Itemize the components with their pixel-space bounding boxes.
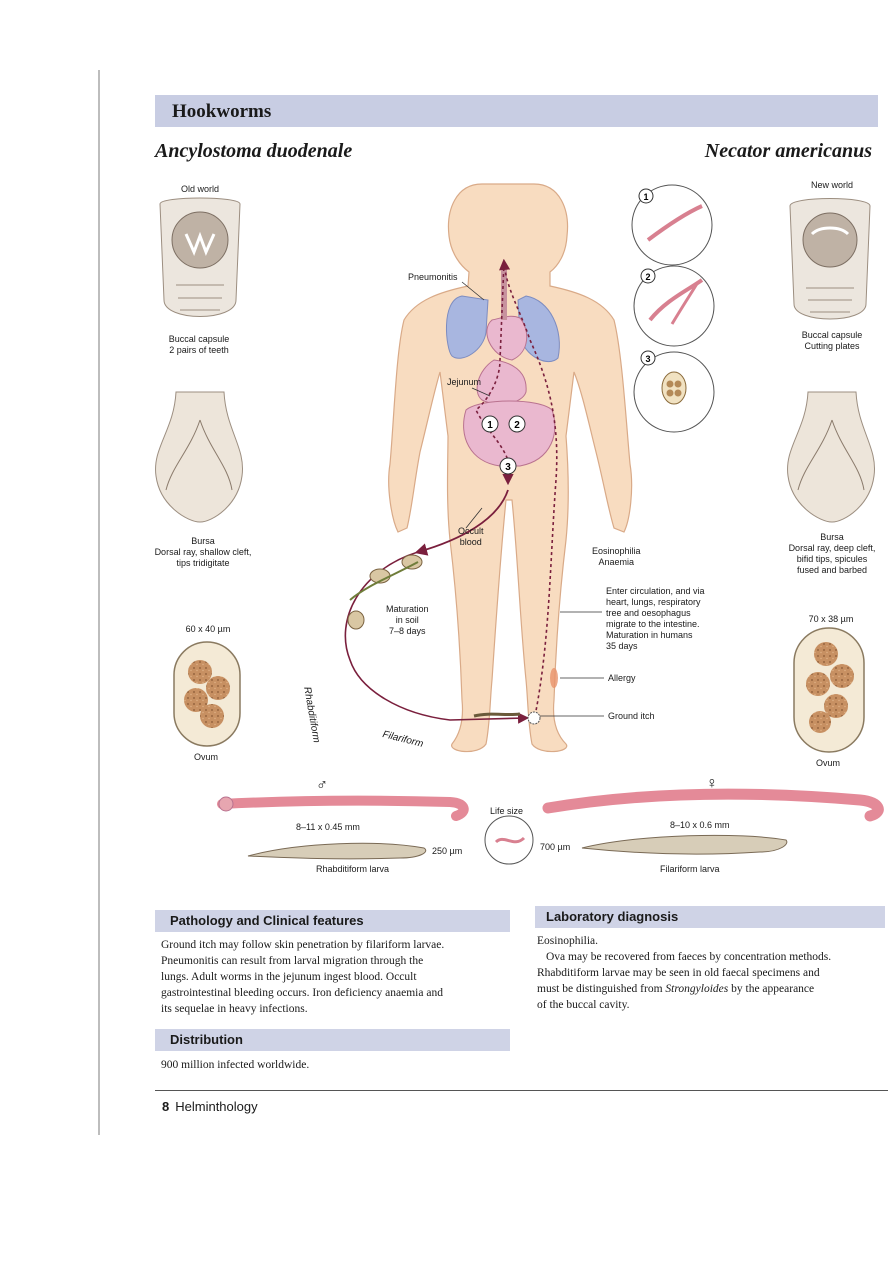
lab-line-5: of the buccal cavity. [537,999,630,1011]
label-female-size: 8–10 x 0.6 mm [670,820,730,830]
laboratory-title: Laboratory diagnosis [546,909,679,924]
lab-line-1: Eosinophilia. [537,935,599,947]
page-margin-line [98,70,100,1135]
bursa-old-world [155,391,244,523]
pathology-line-1: Ground itch may follow skin penetration … [161,939,445,951]
label-eosinophilia: Eosinophilia Anaemia [592,546,641,567]
svg-text:1: 1 [643,192,648,202]
pathology-title: Pathology and Clinical features [170,913,364,928]
svg-text:3: 3 [645,354,650,364]
pathology-line-2: Pneumonitis can result from larval migra… [161,955,424,967]
footer-rule [155,1090,888,1091]
page-title: Hookworms [172,101,272,122]
buccal-capsule-old-world [159,197,241,317]
distribution-text: 900 million infected worldwide. [161,1059,310,1071]
label-enter-circulation: Enter circulation, and via heart, lungs,… [606,586,705,651]
header-bar [155,95,878,127]
distribution-bar [155,1029,510,1051]
label-occult-blood: Occult blood [458,526,484,547]
step-2-marker: 2 [514,420,520,431]
adult-worms [217,788,884,822]
label-buccal-right: Buccal capsule Cutting plates [801,330,863,351]
step-3-marker: 3 [505,462,511,473]
label-buccal-left: Buccal capsule 2 pairs of teeth [168,334,230,355]
footer-section: Helminthology [175,1099,258,1114]
laboratory-bar [535,906,885,928]
label-fil-length: 700 µm [540,842,571,852]
label-ovum-right: Ovum [815,758,840,768]
pathology-line-5: its sequelae in heavy infections. [161,1003,308,1015]
ovum-old-world [173,641,241,747]
label-pneumonitis: Pneumonitis [408,272,458,282]
label-allergy: Allergy [608,673,636,683]
lab-line-2: Ova may be recovered from faeces by conc… [546,951,832,963]
label-rhabditiform-larva: Rhabditiform larva [316,864,390,874]
label-bursa-right: Bursa Dorsal ray, deep cleft, bifid tips… [788,532,876,575]
label-rhab-length: 250 µm [432,846,463,856]
species-left: Ancylostoma duodenale [155,140,353,162]
laboratory-text: Eosinophilia. Ova may be recovered from … [537,933,887,1013]
buccal-capsule-new-world [789,198,871,320]
svg-text:2: 2 [645,272,650,282]
label-egg-size-left: 60 x 40 µm [185,624,231,634]
page-footer: 8 Helminthology [162,1099,258,1114]
species-right: Necator americanus [704,140,872,162]
label-bursa-left: Bursa Dorsal ray, shallow cleft, tips tr… [154,536,252,568]
pathology-line-4: gastrointestinal bleeding occurs. Iron d… [161,987,443,999]
ovum-new-world [793,627,865,753]
stage-inset-circles: 1 2 3 [631,184,715,433]
label-maturation-soil: Maturation in soil 7–8 days [386,604,429,636]
label-life-size: Life size [490,806,524,816]
label-egg-size-right: 70 x 38 µm [808,614,854,624]
bursa-new-world [787,391,876,523]
lab-line-3: Rhabditiform larvae may be seen in old f… [537,967,820,979]
distribution-title: Distribution [170,1032,243,1047]
label-ground-itch: Ground itch [608,711,655,721]
page-number: 8 [162,1099,170,1114]
lab-line-4: must be distinguished from Strongyloides… [537,983,815,995]
pathology-line-3: lungs. Adult worms in the jejunum ingest… [161,971,417,983]
male-symbol: ♂ [316,777,328,794]
pathology-bar [155,910,510,932]
label-male-size: 8–11 x 0.45 mm [296,822,360,832]
label-jejunum: Jejunum [447,377,482,387]
female-symbol: ♀ [706,775,718,792]
step-1-marker: 1 [487,420,493,431]
label-filariform-larva: Filariform larva [660,864,720,874]
pathology-text: Ground itch may follow skin penetration … [161,937,521,1017]
label-old-world: Old world [180,184,219,194]
label-ovum-left: Ovum [193,752,218,762]
soil-cycle [344,551,530,724]
label-new-world: New world [810,180,853,190]
